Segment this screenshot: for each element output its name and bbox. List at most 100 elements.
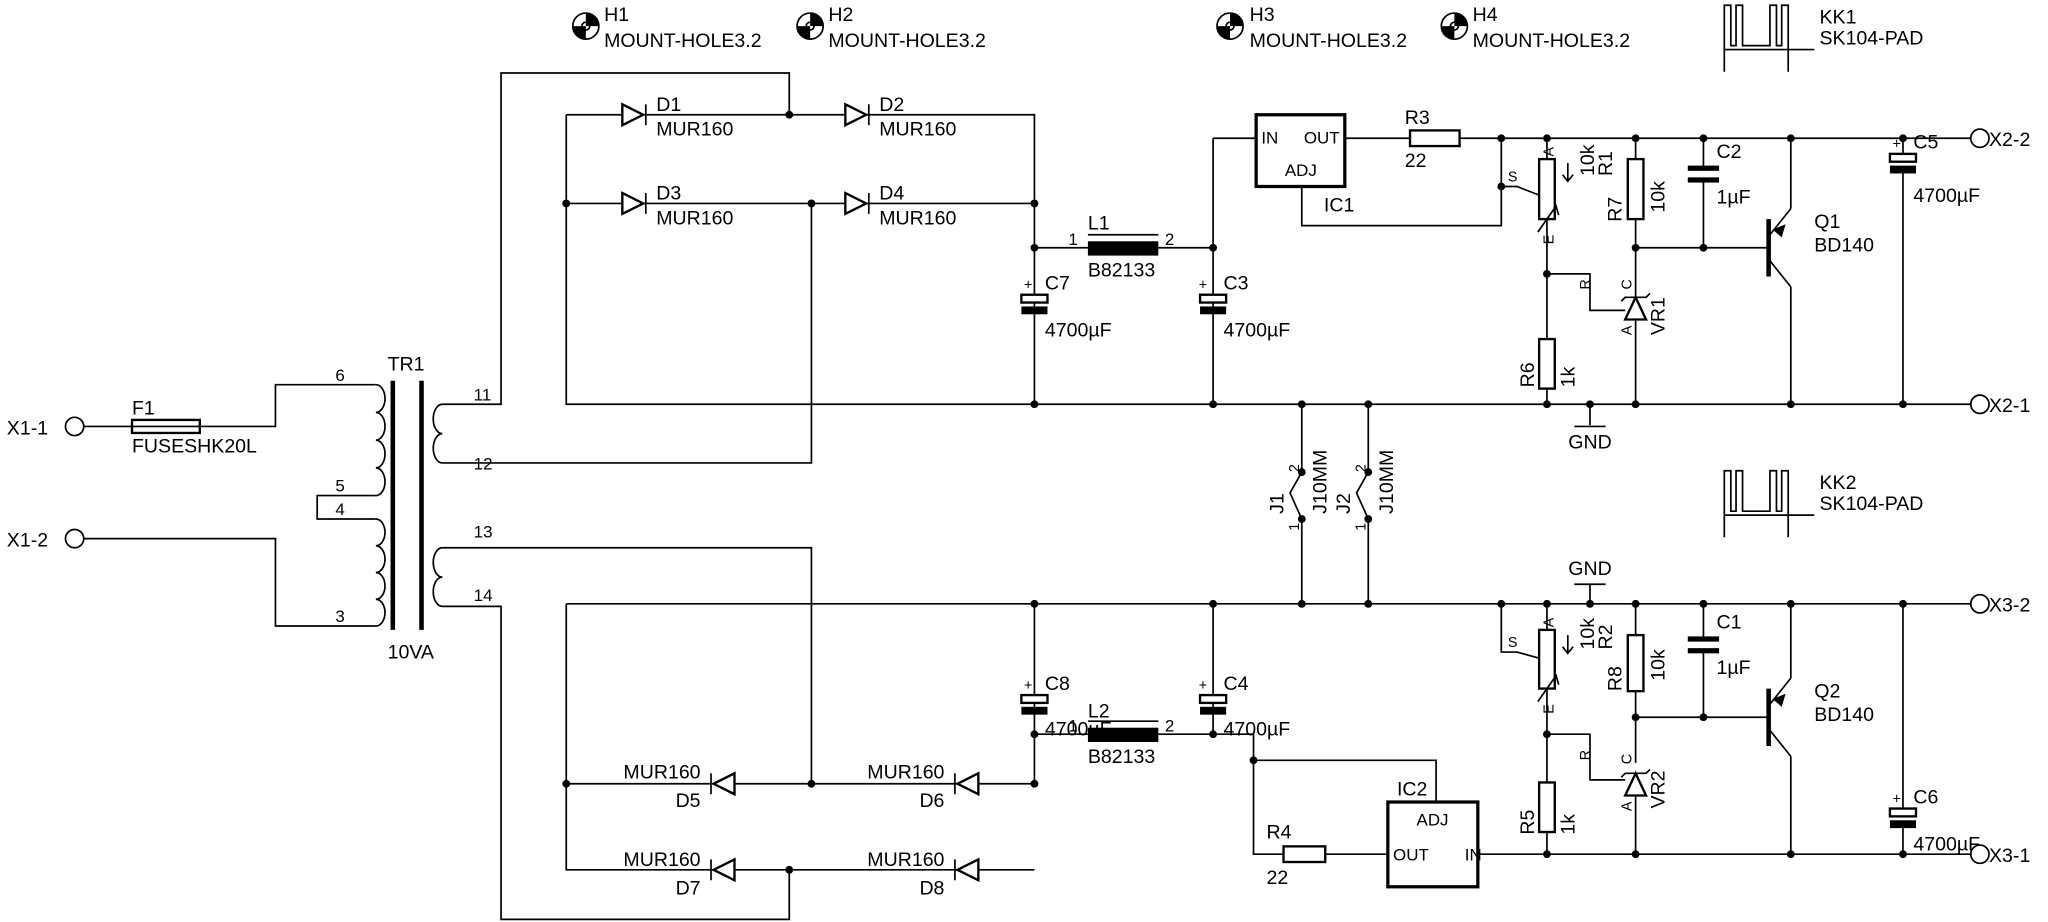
- pin-out: OUT: [1393, 846, 1429, 865]
- pin-label: 1: [1068, 717, 1077, 736]
- mount-hole-h1: H1 MOUNT-HOLE3.2: [571, 4, 762, 52]
- diode-d2: D2 MUR160: [844, 94, 957, 141]
- transistor-q2: Q2 BD140: [1766, 677, 1874, 757]
- ref: C3: [1224, 273, 1249, 295]
- pin-label: 13: [474, 522, 493, 541]
- pin-adj: ADJ: [1417, 810, 1449, 829]
- jumper-j1[interactable]: 2 1 J1 J10MM: [1267, 450, 1332, 531]
- value: MUR160: [623, 762, 700, 784]
- polarity-mark: +: [1199, 678, 1207, 694]
- value: B82133: [1088, 259, 1156, 281]
- pin-c: C: [1620, 754, 1636, 764]
- ref: KK2: [1820, 472, 1857, 494]
- ref: J2: [1333, 493, 1355, 514]
- pin-e: E: [1541, 235, 1557, 245]
- pin-label: 12: [474, 454, 493, 473]
- connector-x3-2[interactable]: X3-2: [1969, 593, 2031, 617]
- pin-e: E: [1541, 704, 1557, 714]
- value: 10k: [1647, 649, 1669, 681]
- connector-x1-1[interactable]: X1-1: [7, 416, 85, 439]
- connector-x1-2[interactable]: X1-2: [7, 528, 85, 551]
- pin-label: 4: [335, 500, 344, 519]
- ref: Q2: [1814, 681, 1840, 703]
- polarity-mark: +: [1893, 791, 1901, 807]
- ref: C6: [1913, 786, 1938, 808]
- ref: Q1: [1814, 211, 1840, 233]
- mount-hole-h3: H3 MOUNT-HOLE3.2: [1216, 4, 1408, 52]
- heatsink-kk2: KK2 SK104-PAD: [1723, 469, 1923, 538]
- value: FUSESHK20L: [132, 436, 257, 458]
- pin-a: A: [1541, 146, 1557, 156]
- value: MOUNT-HOLE3.2: [1473, 30, 1631, 52]
- resistor-r4: R4 22: [1267, 822, 1327, 889]
- connector-x2-2[interactable]: X2-2: [1969, 128, 2031, 151]
- ref: R1: [1595, 151, 1617, 176]
- value: MUR160: [656, 119, 733, 141]
- mount-hole-icon: [571, 12, 600, 40]
- ref: R5: [1517, 810, 1539, 835]
- label: X2-2: [1989, 129, 2030, 151]
- pin-a: A: [1620, 801, 1636, 811]
- capacitor-c8: + C8 4700µF: [1020, 673, 1112, 741]
- ref: R8: [1604, 666, 1626, 691]
- value: 1k: [1557, 366, 1579, 387]
- inductor-l1: L1 B82133 1 2: [1068, 213, 1174, 282]
- ref: D8: [919, 878, 944, 900]
- pin-1: 1: [1354, 523, 1370, 531]
- heatsink-icon: [1723, 469, 1815, 538]
- value: BD140: [1814, 704, 1874, 726]
- potentiometer-r2[interactable]: A S E 10k R2: [1508, 617, 1617, 714]
- pin-2: 2: [1354, 464, 1370, 472]
- polarity-mark: +: [1024, 278, 1032, 294]
- capacitor-c1: C1 1µF: [1687, 612, 1751, 679]
- ref: R6: [1517, 362, 1539, 387]
- ref: TR1: [388, 353, 425, 375]
- value: MUR160: [623, 849, 700, 871]
- gnd-label: GND: [1568, 558, 1611, 580]
- pin-label: 5: [335, 477, 344, 496]
- pin-label: 1: [1068, 230, 1077, 249]
- value: 10k: [1577, 144, 1599, 176]
- connector-x3-1[interactable]: X3-1: [1969, 844, 2031, 867]
- ref: IC1: [1324, 194, 1354, 216]
- value: 1µF: [1716, 657, 1750, 679]
- resistor-r5: R5 1k: [1517, 781, 1579, 835]
- connector-x2-1[interactable]: X2-1: [1969, 394, 2031, 417]
- diode-d5: D5 MUR160: [623, 762, 736, 812]
- pin-r: R: [1578, 750, 1594, 760]
- value: 22: [1267, 867, 1289, 889]
- transistor-q1: Q1 BD140: [1766, 208, 1874, 288]
- mount-hole-icon: [796, 12, 825, 40]
- value: MOUNT-HOLE3.2: [1250, 30, 1408, 52]
- value: 10k: [1577, 618, 1599, 650]
- pin-1: 1: [1287, 523, 1303, 531]
- ref: R2: [1595, 624, 1617, 649]
- voltage-reference-vr1: R C A VR1: [1578, 279, 1669, 335]
- ref: C8: [1045, 673, 1070, 695]
- gnd-symbol-lower: GND: [1568, 558, 1612, 586]
- diode-d8: D8 MUR160: [867, 849, 980, 900]
- capacitor-c4: + C4 4700µF: [1199, 673, 1291, 741]
- label: X1-2: [7, 529, 48, 551]
- ref: D6: [919, 790, 944, 812]
- mount-hole-h2: H2 MOUNT-HOLE3.2: [796, 4, 986, 52]
- potentiometer-r1[interactable]: A S E 10k R1: [1508, 144, 1617, 244]
- jumper-j2[interactable]: 2 1 J2 J10MM: [1333, 450, 1398, 531]
- ref: L2: [1088, 700, 1110, 722]
- ref: C7: [1045, 273, 1070, 295]
- value: MUR160: [879, 119, 956, 141]
- mount-hole-icon: [1440, 12, 1469, 40]
- ref: D3: [656, 183, 681, 205]
- pin-label: 6: [335, 366, 344, 385]
- ref: IC2: [1397, 779, 1427, 801]
- pin-s: S: [1508, 169, 1518, 185]
- label: X2-1: [1989, 395, 2030, 417]
- pin-label: 3: [335, 607, 344, 626]
- heatsink-kk1: KK1 SK104-PAD: [1723, 4, 1923, 72]
- pin-in: IN: [1261, 128, 1278, 147]
- pin-label: 11: [474, 385, 492, 404]
- capacitor-c2: C2 1µF: [1687, 141, 1751, 208]
- pin-c: C: [1620, 279, 1636, 289]
- diode-d6: D6 MUR160: [867, 762, 980, 812]
